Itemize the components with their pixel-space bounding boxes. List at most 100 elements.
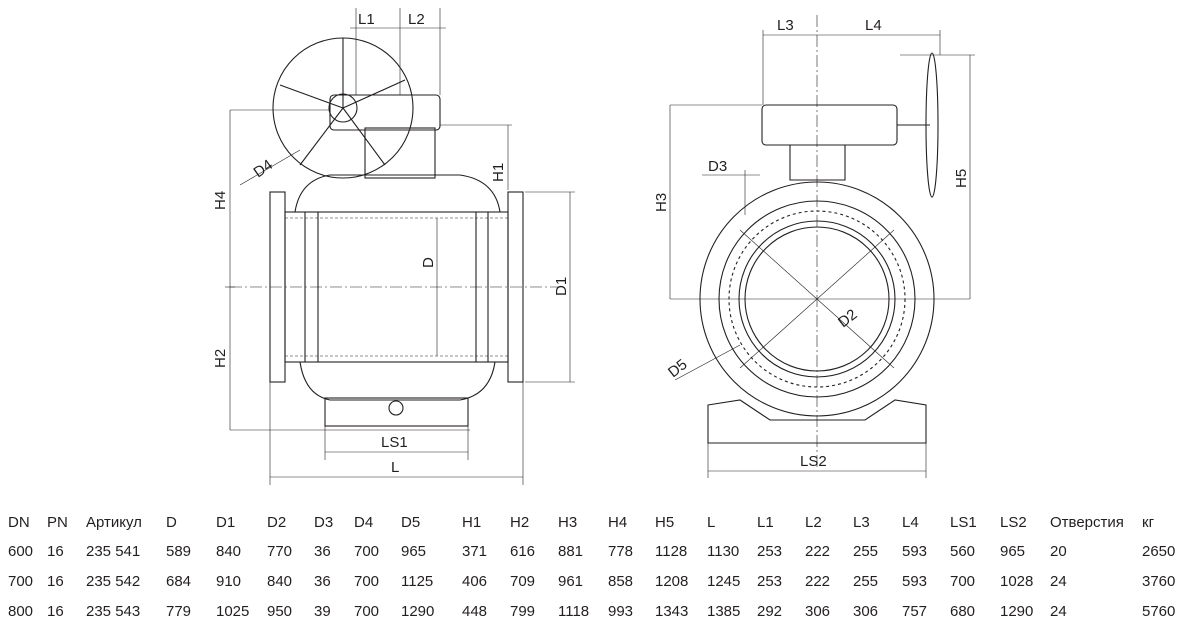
table-cell: 39 xyxy=(314,603,331,620)
table-cell: 961 xyxy=(558,573,584,590)
table-cell: 800 xyxy=(8,603,34,620)
table-cell: 306 xyxy=(853,603,879,620)
table-cell: 292 xyxy=(757,603,783,620)
side-gearbox xyxy=(761,104,898,146)
label-LS1: LS1 xyxy=(381,434,408,451)
table-cell: 700 xyxy=(354,573,380,590)
table-cell: 993 xyxy=(608,603,634,620)
table-cell: 16 xyxy=(47,603,64,620)
label-L2: L2 xyxy=(408,11,425,28)
label-L4: L4 xyxy=(865,17,882,34)
table-cell: 1290 xyxy=(1000,603,1034,620)
table-cell: 757 xyxy=(902,603,928,620)
column-header: L1 xyxy=(757,514,774,531)
table-cell: 700 xyxy=(354,603,380,620)
table-cell: 593 xyxy=(902,573,928,590)
column-header: LS1 xyxy=(950,514,977,531)
table-cell: 255 xyxy=(853,573,879,590)
table-cell: 965 xyxy=(1000,543,1026,560)
column-header: D5 xyxy=(401,514,421,531)
table-cell: 5760 xyxy=(1142,603,1176,620)
table-cell: 560 xyxy=(950,543,976,560)
table-cell: 881 xyxy=(558,543,584,560)
valve-technical-drawing: L1 L2 D4 H4 H1 D D1 H2 LS1 L L3 L4 D3 xyxy=(212,8,975,485)
table-cell: 1128 xyxy=(655,543,688,560)
table-cell: 680 xyxy=(950,603,976,620)
table-cell: 965 xyxy=(401,543,427,560)
table-cell: 20 xyxy=(1050,543,1067,560)
table-cell: 950 xyxy=(267,603,293,620)
label-H5: H5 xyxy=(953,169,970,188)
column-header: H5 xyxy=(655,514,675,531)
label-D1: D1 xyxy=(553,277,570,296)
table-cell: 1118 xyxy=(558,603,590,620)
table-cell: 1125 xyxy=(401,573,434,590)
column-header: H2 xyxy=(510,514,530,531)
table-cell: 600 xyxy=(8,543,34,560)
table-cell: 222 xyxy=(805,573,831,590)
column-header: D1 xyxy=(216,514,236,531)
right-flange xyxy=(507,191,524,383)
table-cell: 448 xyxy=(462,603,488,620)
table-cell: 700 xyxy=(950,573,976,590)
table-cell: 840 xyxy=(267,573,293,590)
column-header: D xyxy=(166,514,177,531)
table-cell: 24 xyxy=(1050,603,1067,620)
column-header: H3 xyxy=(558,514,578,531)
table-cell: 36 xyxy=(314,573,331,590)
table-cell: 700 xyxy=(354,543,380,560)
table-cell: 770 xyxy=(267,543,293,560)
drain-plug xyxy=(388,400,404,416)
table-cell: 799 xyxy=(510,603,536,620)
table-cell: 235 543 xyxy=(86,603,141,620)
base-support xyxy=(324,397,469,427)
column-header: кг xyxy=(1142,514,1155,531)
label-L1: L1 xyxy=(358,11,375,28)
side-base xyxy=(707,399,927,444)
table-cell: 306 xyxy=(805,603,831,620)
label-D: D xyxy=(420,257,437,268)
table-cell: 253 xyxy=(757,543,783,560)
label-H1: H1 xyxy=(490,163,507,182)
table-cell: 16 xyxy=(47,543,64,560)
table-cell: 700 xyxy=(8,573,34,590)
table-cell: 24 xyxy=(1050,573,1067,590)
column-header: D3 xyxy=(314,514,334,531)
table-cell: 858 xyxy=(608,573,634,590)
column-header: D4 xyxy=(354,514,374,531)
column-header: L xyxy=(707,514,716,531)
table-cell: 1385 xyxy=(707,603,741,620)
label-H2: H2 xyxy=(212,349,229,368)
table-cell: 778 xyxy=(608,543,634,560)
label-D2: D2 xyxy=(835,306,861,331)
table-cell: 840 xyxy=(216,543,242,560)
table-cell: 709 xyxy=(510,573,536,590)
column-header: D2 xyxy=(267,514,287,531)
column-header: Отверстия xyxy=(1050,514,1124,531)
table-cell: 222 xyxy=(805,543,831,560)
table-cell: 1245 xyxy=(707,573,741,590)
label-L3: L3 xyxy=(777,17,794,34)
table-cell: 1208 xyxy=(655,573,689,590)
label-D4: D4 xyxy=(251,156,276,181)
column-header: DN xyxy=(8,514,30,531)
table-cell: 3760 xyxy=(1142,573,1176,590)
table-cell: 16 xyxy=(47,573,64,590)
table-cell: 2650 xyxy=(1142,543,1176,560)
table-cell: 616 xyxy=(510,543,536,560)
table-cell: 235 542 xyxy=(86,573,141,590)
column-header: L2 xyxy=(805,514,822,531)
table-cell: 593 xyxy=(902,543,928,560)
label-H3: H3 xyxy=(653,193,670,212)
table-cell: 910 xyxy=(216,573,242,590)
label-H4: H4 xyxy=(212,191,229,210)
label-LS2: LS2 xyxy=(800,453,827,470)
table-cell: 1025 xyxy=(216,603,250,620)
front-view: L1 L2 D4 H4 H1 D D1 H2 LS1 L xyxy=(212,8,575,485)
column-header: PN xyxy=(47,514,68,531)
side-view: L3 L4 D3 H3 H5 D2 D5 LS2 xyxy=(653,15,975,478)
table-cell: 1290 xyxy=(401,603,435,620)
stem-housing xyxy=(364,127,436,179)
table-cell: 371 xyxy=(462,543,488,560)
